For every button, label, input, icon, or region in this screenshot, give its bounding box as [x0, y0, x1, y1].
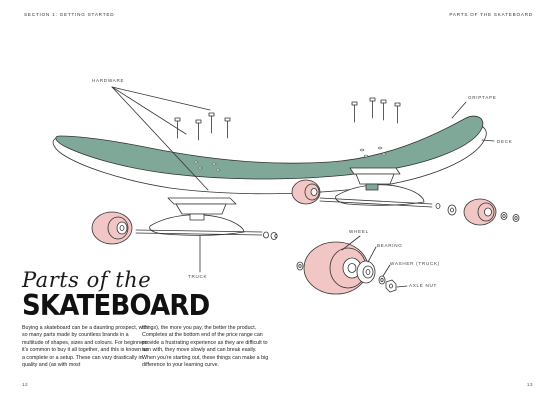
label-axle-nut: AXLE NUT	[409, 283, 438, 288]
body-text-column-1: Buying a skateboard can be a daunting pr…	[22, 325, 149, 369]
washer-exploded	[378, 275, 386, 285]
wheel-left	[91, 211, 133, 245]
bearing-exploded	[356, 260, 376, 284]
label-deck: DECK	[497, 139, 513, 144]
griptape-illustration	[55, 115, 484, 180]
wheel-right-back	[291, 179, 321, 205]
chapter-header: PARTS OF THE SKATEBOARD	[449, 12, 533, 17]
page-number-left: 12	[22, 382, 29, 387]
label-wheel: WHEEL	[349, 229, 369, 234]
label-bearing: BEARING	[377, 243, 403, 248]
title-script: Parts of the	[22, 268, 152, 292]
label-hardware: HARDWARE	[92, 78, 125, 83]
page-number-right: 13	[526, 382, 533, 387]
label-truck: TRUCK	[188, 274, 208, 279]
wheel-exploded	[303, 241, 369, 295]
body-text-column-2: things), the more you pay, the better th…	[142, 325, 269, 369]
hardware-bolts-left	[174, 112, 231, 141]
section-header: SECTION 1: GETTING STARTED	[24, 12, 115, 17]
page-title: SKATEBOARD	[22, 290, 210, 323]
truck-left	[135, 197, 263, 236]
label-washer: WASHER (TRUCK)	[390, 261, 440, 266]
hardware-bolts-right	[351, 97, 401, 124]
truck-right	[319, 167, 433, 208]
axle-nut-exploded	[385, 279, 397, 293]
wheel-right-front	[463, 198, 497, 226]
label-griptape: GRIPTAPE	[468, 95, 497, 100]
